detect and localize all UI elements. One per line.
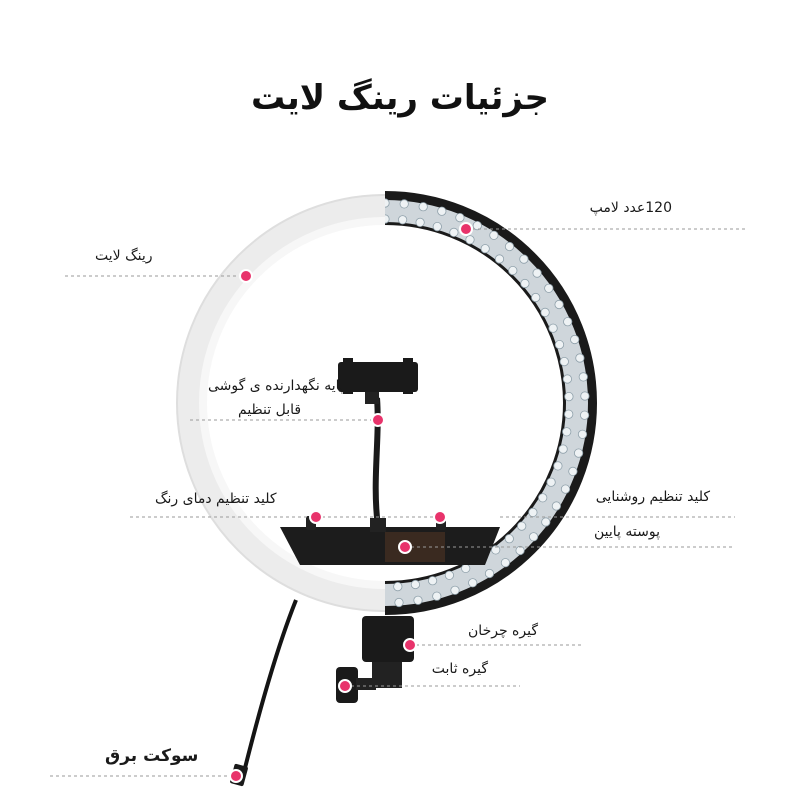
pink-marker-dot [371, 413, 385, 427]
led-bead [394, 597, 404, 608]
led-bead [570, 334, 580, 345]
led-bead [532, 268, 542, 278]
mount-clamps [336, 616, 414, 703]
pink-marker-dot [239, 269, 253, 283]
led-bead [564, 409, 574, 419]
phone-holder [338, 358, 418, 532]
led-bead [515, 545, 525, 556]
led-bead [520, 278, 530, 289]
led-bead [415, 217, 425, 227]
label-power-socket: سوکت برق [105, 746, 199, 766]
led-bead [455, 213, 465, 223]
led-bead [444, 570, 454, 580]
led-bead [554, 299, 564, 310]
led-bead [528, 507, 538, 518]
led-bead [577, 429, 588, 439]
led-bead [437, 206, 447, 216]
led-bead [385, 214, 390, 224]
led-bead [578, 372, 588, 382]
led-bead [489, 230, 499, 240]
led-bead [568, 466, 578, 476]
led-bead [580, 391, 590, 401]
led-bead [465, 235, 475, 245]
led-bead [504, 241, 515, 252]
led-bead [432, 222, 442, 232]
led-bead [538, 493, 548, 503]
led-bead [399, 199, 409, 209]
led-bead [508, 265, 518, 276]
led-bead [541, 517, 551, 527]
label-phone-holder: پایه نگهدارنده ی گوشی [208, 378, 344, 394]
pink-marker-dot [338, 679, 352, 693]
led-bead [554, 339, 565, 350]
led-bead [461, 563, 471, 574]
pink-marker-dot [398, 540, 412, 554]
led-bead [480, 244, 490, 254]
label-brightness-key: کلید تنظیم روشنایی [595, 489, 710, 505]
led-bead [575, 353, 585, 363]
led-bead [559, 356, 569, 367]
led-bead [491, 545, 501, 555]
ring-led-half [385, 191, 597, 615]
led-bead [517, 521, 527, 531]
pink-marker-dot [459, 222, 473, 236]
pink-marker-dot [309, 510, 323, 524]
led-bead [553, 461, 563, 471]
led-bead [494, 254, 505, 264]
led-bead [579, 410, 590, 420]
led-bead [544, 283, 554, 293]
led-bead [468, 578, 478, 588]
pink-marker-dot-group [229, 222, 473, 783]
ring-lit-half [176, 194, 385, 612]
label-fixed-clamp: گیره ثابت [431, 661, 488, 677]
led-bead [385, 198, 390, 208]
label-bottom-cover: پوسته پایین [594, 524, 660, 540]
led-bead [564, 391, 574, 402]
control-box [280, 516, 500, 565]
led-bead [560, 484, 571, 494]
label-adjustable: قابل تنظیم [238, 402, 302, 418]
pink-marker-dot [229, 769, 243, 783]
pink-marker-dot [433, 510, 447, 524]
led-bead [558, 444, 568, 454]
pink-marker-dot [403, 638, 417, 652]
led-bead [531, 292, 541, 303]
led-bead [393, 581, 403, 592]
led-bead [528, 532, 539, 542]
power-cable [230, 599, 298, 787]
led-bead [472, 221, 482, 231]
label-lamps: 120عدد لامپ [589, 200, 672, 216]
led-bead [562, 374, 573, 384]
led-bead [418, 202, 428, 212]
label-rotating-clamp: گیره چرخان [468, 623, 538, 639]
label-color-temp-key: کلید تنظیم دمای رنگ [155, 491, 277, 507]
label-ring-light: رینگ لایت [95, 248, 153, 264]
led-bead [500, 558, 510, 568]
led-bead [563, 317, 573, 327]
led-bead [519, 254, 529, 264]
page-title: جزئیات رینگ لایت [250, 78, 549, 118]
led-bead [504, 534, 514, 544]
led-bead [413, 595, 423, 605]
led-bead [410, 579, 420, 590]
led-bead [397, 215, 408, 225]
led-bead [540, 307, 550, 317]
led-bead [484, 568, 495, 579]
leader-lines [50, 228, 745, 777]
led-bead [449, 227, 459, 237]
led-bead [450, 585, 460, 595]
led-bead [427, 576, 438, 586]
led-bead [548, 323, 558, 333]
led-bead [562, 427, 572, 437]
led-bead [432, 591, 442, 601]
led-bead [573, 448, 584, 458]
led-bead [551, 501, 562, 511]
led-bead [546, 477, 556, 487]
